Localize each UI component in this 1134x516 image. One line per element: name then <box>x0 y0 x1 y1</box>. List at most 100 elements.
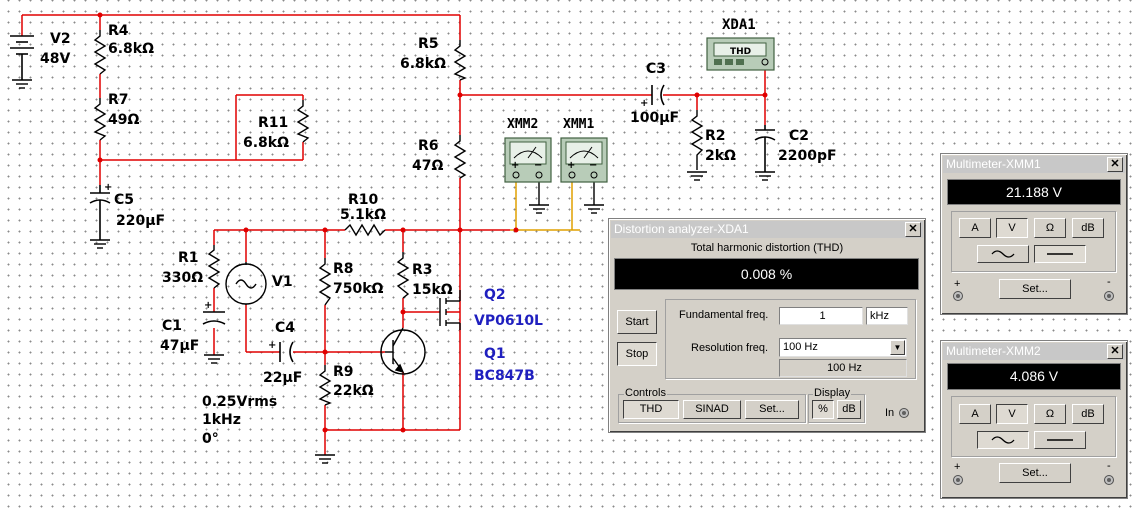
multimeter-xmm2-window[interactable]: Multimeter-XMM2 ✕ 4.086 V A V Ω dB Set..… <box>940 340 1128 499</box>
xmm2-mode-panel <box>951 396 1116 457</box>
r7-symbol <box>93 98 107 141</box>
c5-ref: C5 <box>114 192 134 208</box>
xmm1-set-button[interactable]: Set... <box>999 279 1071 299</box>
fundamental-unit-field[interactable]: kHz <box>866 307 908 325</box>
r8-ref: R8 <box>333 261 354 277</box>
frequency-panel <box>665 299 916 379</box>
xmm1-db-button[interactable]: dB <box>1072 218 1104 238</box>
r3-ref: R3 <box>412 262 433 278</box>
v2-value: 48V <box>40 51 70 67</box>
svg-text:+: + <box>104 182 112 193</box>
chevron-down-icon[interactable]: ▼ <box>890 340 905 355</box>
xmm2-minus-label: - <box>1107 460 1111 472</box>
c5-value: 220µF <box>116 213 165 229</box>
svg-text:+: + <box>268 340 276 351</box>
xmm1-plus-label: + <box>954 278 961 290</box>
xmm2-ac-button[interactable] <box>977 431 1029 449</box>
xmm2-ohm-button[interactable]: Ω <box>1034 404 1066 424</box>
xmm2-icon <box>504 137 552 183</box>
v2-ref: V2 <box>50 31 71 47</box>
r9-symbol <box>318 365 332 406</box>
xmm2-plus-terminal-icon[interactable] <box>953 475 963 485</box>
xmm1-minus-label: - <box>1107 276 1111 288</box>
r11-ref: R11 <box>258 115 288 131</box>
q2-mosfet <box>439 290 461 330</box>
close-icon[interactable]: ✕ <box>1107 344 1123 359</box>
close-icon[interactable]: ✕ <box>1107 157 1123 172</box>
controls-group: Controls <box>618 387 806 423</box>
svg-text:+: + <box>640 98 648 109</box>
xmm1-minus-terminal-icon[interactable] <box>1104 291 1114 301</box>
xmm2-plus-label: + <box>954 461 961 473</box>
r6-symbol <box>453 135 467 179</box>
r1-value: 330Ω <box>162 270 203 286</box>
xmm2-set-button[interactable]: Set... <box>999 463 1071 483</box>
xmm1-plus-terminal-icon[interactable] <box>953 291 963 301</box>
xda1-icon <box>706 37 775 71</box>
xmm1-reading-display: 21.188 V <box>947 179 1121 205</box>
start-button[interactable]: Start <box>617 310 657 334</box>
dc-line-icon <box>1047 439 1073 441</box>
db-button[interactable]: dB <box>837 400 861 419</box>
xmm2-dc-button[interactable] <box>1034 431 1086 449</box>
xda1-ref: XDA1 <box>722 17 756 33</box>
c1-ref: C1 <box>162 318 182 334</box>
r10-ref: R10 <box>348 192 379 208</box>
r6-value: 47Ω <box>412 158 443 174</box>
r2-ref: R2 <box>705 128 726 144</box>
v1-ac-source <box>225 262 267 305</box>
xmm1-mode-panel <box>951 211 1116 272</box>
xmm1-ampere-button[interactable]: A <box>959 218 991 238</box>
in-label: In <box>885 407 895 419</box>
xmm1-icon <box>560 137 608 183</box>
in-terminal-icon[interactable] <box>899 408 909 418</box>
c2-ref: C2 <box>789 128 809 144</box>
multimeter-xmm2-titlebar[interactable]: Multimeter-XMM2 ✕ <box>943 343 1125 360</box>
xmm1-ohm-button[interactable]: Ω <box>1034 218 1066 238</box>
sinad-button[interactable]: SINAD <box>683 400 741 419</box>
display-group-label: Display <box>813 387 852 399</box>
percent-button[interactable]: % <box>812 400 834 419</box>
resolution-selected: 100 Hz <box>783 341 818 353</box>
xmm1-ac-button[interactable] <box>977 245 1029 263</box>
thd-reading-display: 0.008 % <box>614 258 919 290</box>
stop-button[interactable]: Stop <box>617 342 657 366</box>
multimeter-xmm1-titlebar[interactable]: Multimeter-XMM1 ✕ <box>943 156 1125 173</box>
distortion-analyzer-titlebar[interactable]: Distortion analyzer-XDA1 ✕ <box>611 221 923 238</box>
v1-phase: 0° <box>202 431 219 447</box>
resolution-freq-select[interactable]: 100 Hz ▼ <box>779 338 907 357</box>
q2-ref: Q2 <box>484 287 506 303</box>
fundamental-freq-label: Fundamental freq. <box>679 309 769 321</box>
r4-ref: R4 <box>108 23 129 39</box>
svg-text:−: − <box>589 160 597 171</box>
c1-value: 47µF <box>160 338 199 354</box>
r5-value: 6.8kΩ <box>400 56 446 72</box>
display-group: Display <box>808 387 865 423</box>
v1-freq: 1kHz <box>202 412 241 428</box>
c3-value: 100µF <box>630 110 679 126</box>
resolution-freq-label: Resolution freq. <box>691 342 769 354</box>
r7-value: 49Ω <box>108 112 139 128</box>
xmm2-volt-button[interactable]: V <box>996 404 1028 424</box>
xmm2-ref: XMM2 <box>507 117 538 132</box>
multimeter-xmm1-window[interactable]: Multimeter-XMM1 ✕ 21.188 V A V Ω dB Set.… <box>940 153 1128 315</box>
set-button[interactable]: Set... <box>745 400 799 419</box>
thd-button[interactable]: THD <box>623 400 679 419</box>
xmm1-volt-button[interactable]: V <box>996 218 1028 238</box>
svg-text:+: + <box>567 160 575 171</box>
fundamental-freq-input[interactable]: 1 <box>779 307 863 325</box>
xmm2-minus-terminal-icon[interactable] <box>1104 475 1114 485</box>
distortion-analyzer-title: Distortion analyzer-XDA1 <box>614 222 749 236</box>
close-icon[interactable]: ✕ <box>905 222 921 237</box>
distortion-analyzer-window[interactable]: Distortion analyzer-XDA1 ✕ Total harmoni… <box>608 218 926 433</box>
sine-wave-icon <box>991 250 1015 258</box>
xmm1-dc-button[interactable] <box>1034 245 1086 263</box>
xmm2-db-button[interactable]: dB <box>1072 404 1104 424</box>
r5-ref: R5 <box>418 36 439 52</box>
r2-symbol <box>690 110 704 170</box>
r4-symbol <box>93 30 107 75</box>
q1-ref: Q1 <box>484 346 506 362</box>
c4-ref: C4 <box>275 320 295 336</box>
xmm2-ampere-button[interactable]: A <box>959 404 991 424</box>
thd-heading: Total harmonic distortion (THD) <box>690 242 844 254</box>
